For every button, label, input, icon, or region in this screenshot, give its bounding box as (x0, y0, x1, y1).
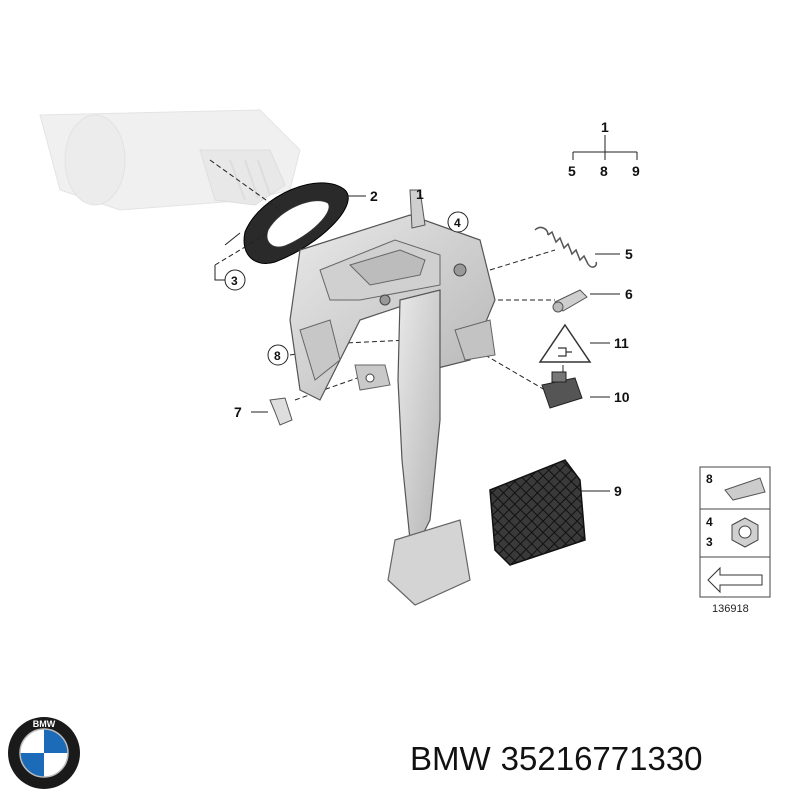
callout-4-circle (447, 211, 469, 233)
retaining-clip (269, 397, 293, 426)
part-number: 35216771330 (500, 740, 703, 777)
logo-text: BMW (33, 719, 56, 729)
callout-10: 10 (614, 389, 630, 405)
tree-child-c: 9 (632, 163, 640, 179)
callout-1: 1 (416, 186, 424, 202)
pedal-arm (387, 289, 471, 606)
callout-8-circle (267, 344, 289, 366)
brake-booster-ghost (39, 109, 301, 211)
brand-name: BMW (410, 740, 491, 777)
reference-number: 136918 (712, 603, 749, 615)
legend-box-2-label-top: 4 (706, 515, 713, 529)
bmw-logo: BMW (8, 717, 80, 789)
callout-3: 3 (231, 274, 238, 288)
callout-2: 2 (370, 188, 378, 204)
callout-9: 9 (614, 483, 622, 499)
callout-4: 4 (454, 216, 461, 230)
component-tree: 1 5 8 9 (568, 119, 640, 179)
pedal-switch (541, 371, 583, 409)
legend-box-2-label-bottom: 3 (706, 535, 713, 549)
callout-8: 8 (274, 349, 281, 363)
tree-root: 1 (601, 119, 609, 135)
tree-child-a: 5 (568, 163, 576, 179)
callout-6: 6 (625, 286, 633, 302)
callout-7: 7 (234, 404, 242, 420)
callout-3-circle (224, 269, 246, 291)
callout-5: 5 (625, 246, 633, 262)
orientation-arrow-icon (707, 566, 763, 594)
legend-box-1-label: 8 (706, 472, 713, 486)
callouts: 2 1 4 3 8 7 5 6 11 10 9 (224, 186, 633, 499)
callout-11: 11 (614, 335, 629, 351)
return-spring (534, 226, 598, 268)
bushing-sleeve (552, 289, 588, 313)
tree-child-b: 8 (600, 163, 608, 179)
warning-triangle-icon (538, 323, 592, 363)
legend-panel: 8 4 3 136918 (699, 466, 771, 615)
leader-lines (214, 135, 638, 492)
footer: BMW (0, 705, 800, 800)
pedal-bracket (289, 189, 496, 401)
pedal-rubber-pad (489, 459, 586, 566)
